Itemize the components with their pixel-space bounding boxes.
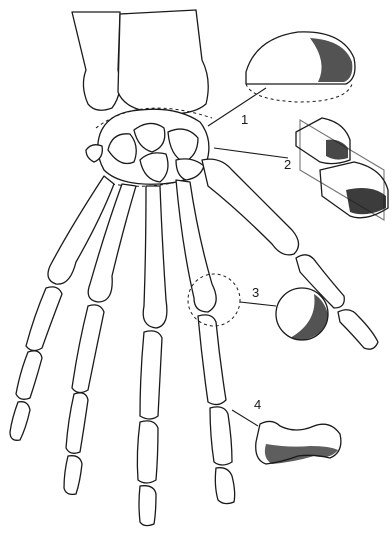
callout-number-1: 1 xyxy=(241,113,248,126)
metacarpals xyxy=(48,159,299,328)
callout-1-leader xyxy=(208,88,266,126)
finger3-distal xyxy=(139,486,156,526)
finger4-proximal xyxy=(72,305,104,393)
callout-4-group xyxy=(232,410,341,464)
callout-1-group xyxy=(208,32,355,126)
finger3-middle xyxy=(137,421,158,483)
callout-number-4: 4 xyxy=(254,398,261,411)
finger2-proximal xyxy=(198,315,226,405)
socket-dashed xyxy=(246,84,352,102)
forearm-bones xyxy=(72,10,208,114)
ulna xyxy=(72,12,120,110)
callout-3-leader xyxy=(240,302,276,306)
finger5-distal xyxy=(10,402,30,441)
finger3-proximal xyxy=(140,331,162,419)
finger5-middle xyxy=(16,351,42,399)
callout-2-leader xyxy=(214,148,288,158)
finger4-distal xyxy=(64,456,82,495)
metacarpal-2 xyxy=(176,180,216,312)
callout-number-2: 2 xyxy=(284,158,291,171)
finger4-middle xyxy=(66,393,88,453)
radius xyxy=(118,10,208,114)
callout-4-leader xyxy=(232,410,258,426)
finger2-middle xyxy=(210,407,232,465)
metacarpal-1 xyxy=(202,159,299,255)
carpal-bones xyxy=(86,108,212,186)
callout-number-3: 3 xyxy=(252,286,259,299)
finger2-distal xyxy=(215,468,234,504)
thumb-distal xyxy=(338,310,378,349)
finger5-proximal xyxy=(26,287,62,351)
metacarpal-3 xyxy=(143,186,167,328)
